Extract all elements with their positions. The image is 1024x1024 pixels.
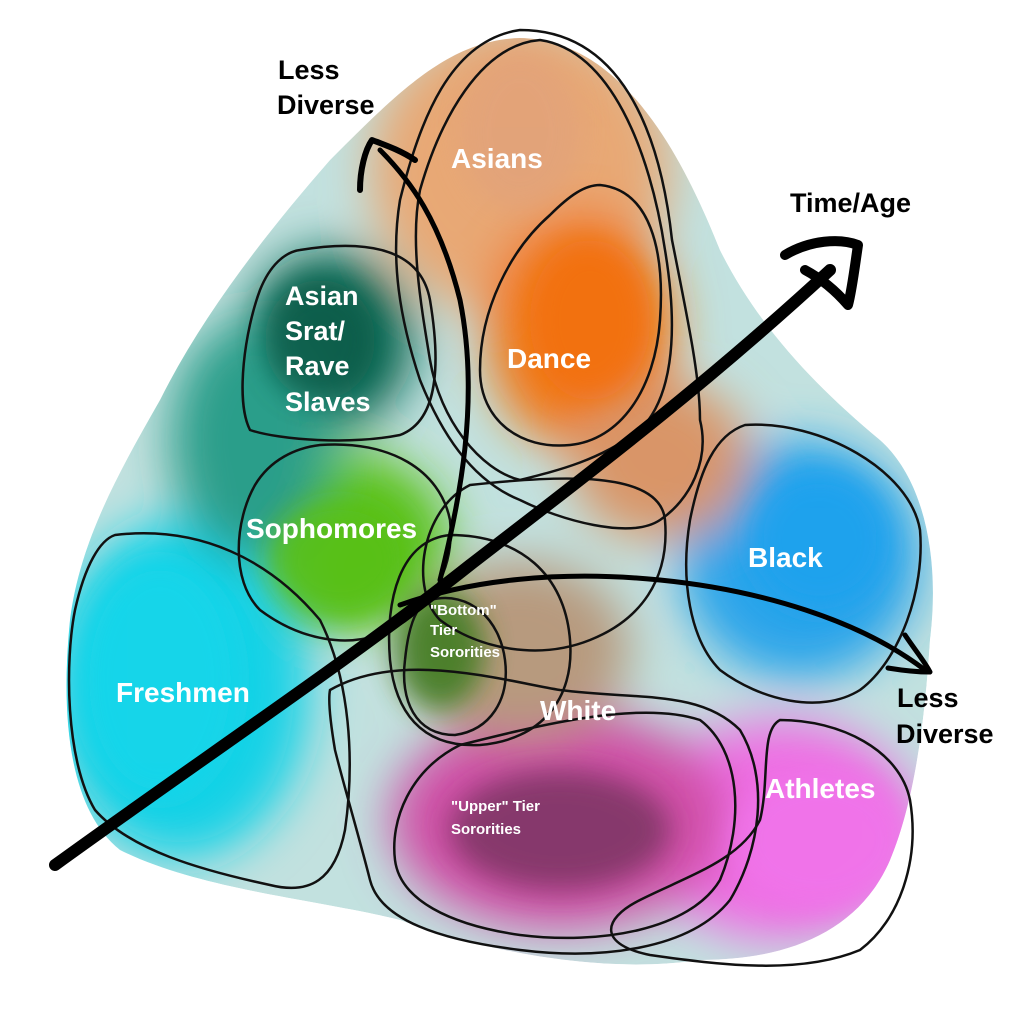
upper-tier-label-line2: Sororities [451, 821, 521, 838]
outline-asian-srat [241, 244, 437, 442]
horizontal-arrowhead [885, 632, 933, 675]
network-graph [66, 38, 933, 965]
vertical-arrow-line [377, 147, 471, 583]
freshmen-label: Freshmen [116, 677, 250, 708]
cluster-outlines [67, 28, 922, 967]
asian-srat-label-line4: Slaves [285, 387, 371, 417]
outline-center [421, 477, 667, 652]
upper-tier-label-line1: "Upper" Tier [451, 798, 540, 815]
horizontal-arrow-line [397, 573, 928, 673]
vertical-arrowhead [357, 137, 418, 193]
asian-srat-label-line3: Rave [285, 351, 350, 381]
cluster-labels: Asians Dance Asian Srat/ Rave Slaves Sop… [116, 143, 875, 838]
asians-label: Asians [451, 143, 543, 174]
outline-freshmen [67, 532, 351, 890]
outline-white [327, 668, 760, 955]
axis-labels: Less Diverse Time/Age Less Diverse [277, 55, 994, 749]
dance-label: Dance [507, 343, 591, 374]
asian-srat-label-line1: Asian [285, 281, 359, 311]
horizontal-axis-label-line2: Diverse [896, 719, 994, 749]
vertical-axis-label-line1: Less [278, 55, 340, 85]
sophomores-label: Sophomores [246, 513, 417, 544]
outline-upper-tier [393, 711, 737, 940]
vertical-axis-label-line2: Diverse [277, 90, 375, 120]
bottom-tier-label-line2: Tier [430, 622, 457, 639]
diagonal-arrowhead [780, 236, 863, 310]
outline-dance [478, 183, 663, 447]
outline-athletes [609, 718, 914, 967]
asian-srat-label-line2: Srat/ [285, 316, 346, 346]
outline-bottom-tier-inner [402, 596, 508, 737]
horizontal-axis-label-line1: Less [897, 683, 959, 713]
black-label: Black [748, 542, 823, 573]
diagonal-arrow-line [49, 264, 836, 871]
outline-outer [394, 28, 704, 530]
white-label: White [540, 695, 616, 726]
bottom-tier-label-line1: "Bottom" [430, 602, 497, 619]
bottom-tier-label-line3: Sororities [430, 644, 500, 661]
diagonal-axis-label: Time/Age [790, 188, 911, 218]
outline-black [685, 423, 922, 704]
outline-bottom-tier [387, 533, 572, 747]
axis-arrows [49, 137, 933, 871]
outline-sophomores [237, 443, 452, 642]
athletes-label: Athletes [765, 773, 875, 804]
